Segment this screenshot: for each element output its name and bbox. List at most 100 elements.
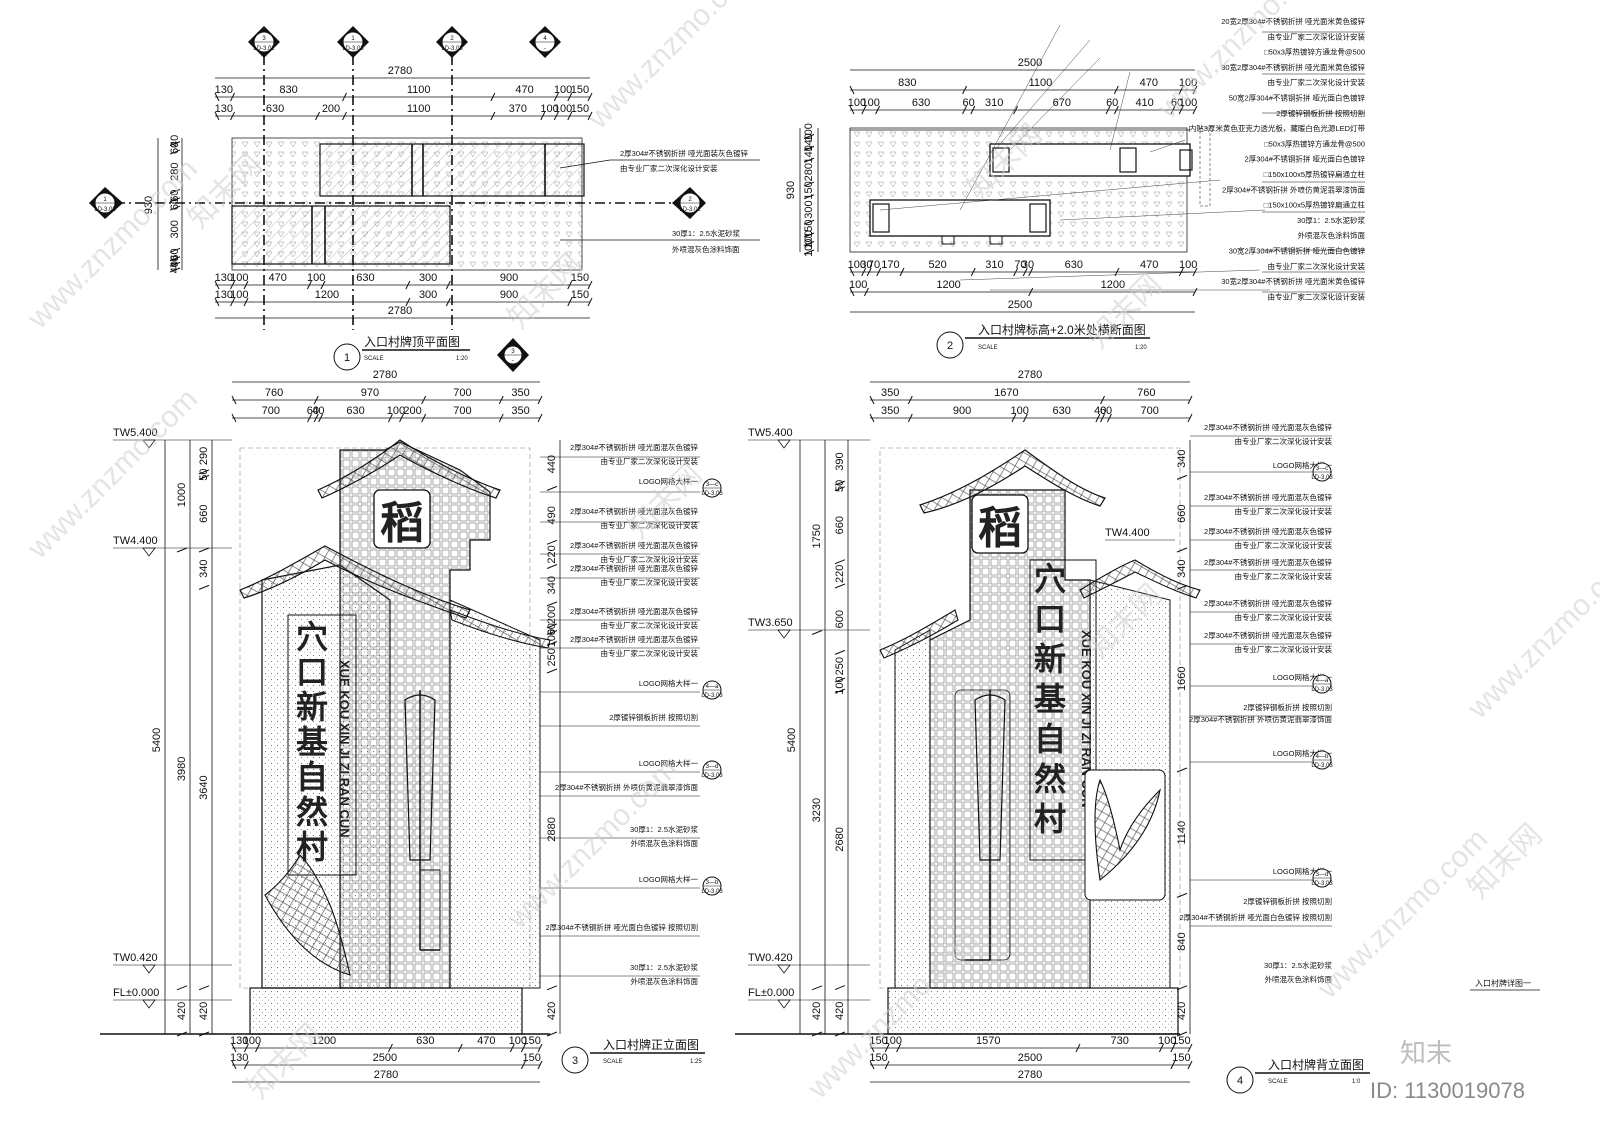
dim-tick [803, 219, 815, 225]
dim-label: 280 [803, 163, 815, 181]
plan-note-1: 2厚304#不锈钢折拼 哑光面装灰色镀锌 [620, 148, 748, 158]
back-note: 由专业厂家二次深化设计安装 [1235, 436, 1333, 446]
dim-label: 670 [1053, 97, 1071, 109]
back-vertical-char: 口 [1034, 600, 1066, 638]
dim-tick [320, 280, 326, 290]
dim-label: 220 [834, 565, 846, 583]
dim-label: 630 [1065, 259, 1083, 271]
dim-label: 60 [1106, 97, 1118, 109]
callout-num: 3—d [706, 764, 719, 770]
back-wheat-logo [954, 689, 1166, 961]
section-marker-ref: LD-3.03 [342, 46, 364, 52]
front-vertical-char: 然 [296, 793, 328, 831]
dim-tick [546, 641, 558, 646]
front-note: 2厚304#不锈钢折拼 哑光面白色镀锌 按照切割 [545, 922, 698, 932]
back-note: 2厚304#不锈钢折拼 外喷仿黄泥翡翠漆饰面 [1189, 714, 1332, 724]
dim-label: 340 [198, 560, 210, 578]
dim-label: 100 [387, 405, 405, 417]
dim-tick [1158, 1043, 1164, 1053]
dim-label: 490 [546, 506, 558, 524]
section-note: 内贴3厚米黄色亚克力透光板，藏暖白色光源LED灯带 [1189, 123, 1366, 133]
dim-tick [169, 247, 181, 253]
dim-label: 60 [1100, 405, 1112, 417]
dim-tick [421, 413, 427, 423]
dim-label: 100 [307, 272, 325, 284]
dim-label: 630 [356, 272, 374, 284]
dim-tick [1176, 474, 1188, 480]
dim-tick [546, 668, 558, 674]
dim-tick [313, 413, 319, 423]
dim-tick [445, 297, 451, 307]
dim-tick [546, 564, 558, 569]
dim-label: 100 [1179, 97, 1197, 109]
dim-label: 630 [416, 1035, 434, 1047]
section-marker-ref: LD-3.02 [94, 207, 116, 213]
dim-label: 200 [546, 606, 558, 624]
front-note: 由专业厂家二次深化设计安装 [601, 620, 699, 630]
front-scale: 1:25 [690, 1059, 702, 1065]
dim-label: 1750 [811, 524, 823, 548]
dim-label: 470 [1140, 77, 1158, 89]
dim-tick [907, 395, 913, 405]
dim-tick [861, 267, 867, 277]
dim-label: 70 [868, 259, 880, 271]
dim-tick [537, 413, 543, 423]
section-marker-num: 1 [351, 36, 355, 42]
back-scale: 1:0 [1352, 1079, 1361, 1085]
dim-tick [803, 145, 815, 151]
level-marker: FL±0.000 [748, 987, 794, 999]
front-note: 30厚1：2.5水泥砂浆 [630, 962, 698, 972]
callout-ref: LD-3.03 [1311, 475, 1333, 481]
dim-label: 40 [312, 405, 324, 417]
back-base [887, 987, 1179, 1035]
dim-label: 100 [554, 84, 572, 96]
back-title: 入口村牌背立面图 [1268, 1057, 1364, 1072]
dim-tick [962, 105, 967, 115]
dim-label: 900 [500, 289, 518, 301]
dim-label: 100 [509, 1035, 527, 1047]
dim-tick [537, 395, 543, 405]
callout-ref: LD-3.03 [1311, 687, 1333, 693]
dim-label: 660 [1176, 505, 1188, 523]
back-note: 外喷混灰色涂料饰面 [1265, 974, 1333, 984]
dim-label: 600 [834, 610, 846, 628]
back-dim-total-bottom: 2780 [1018, 1069, 1042, 1081]
dim-tick [520, 1043, 526, 1053]
dim-label: 660 [834, 516, 846, 534]
front-note: 由专业厂家二次深化设计安装 [601, 520, 699, 530]
callout-num: 4—a [706, 684, 719, 690]
dim-label: 300 [169, 220, 181, 238]
dim-label: 130 [215, 289, 233, 301]
dim-label: 150 [571, 289, 589, 301]
dim-label: 100 [848, 259, 866, 271]
front-wheat-logo [264, 690, 441, 976]
dim-label: 390 [834, 452, 846, 470]
callout-num: 3—b [706, 880, 719, 886]
dim-tick [811, 1031, 823, 1037]
watermark: www.znzmo.com [21, 152, 204, 335]
back-roof-top [919, 449, 1106, 514]
dim-tick [1028, 287, 1034, 297]
dim-label: 700 [453, 387, 471, 399]
dim-label: 150 [523, 1035, 541, 1047]
dim-tick [861, 105, 867, 115]
front-note: 由专业厂家二次深化设计安装 [601, 554, 699, 564]
sheet-title: 入口村牌详图一 [1475, 978, 1531, 988]
dim-label: 100 [1158, 1035, 1176, 1047]
back-vertical-char: 自 [1034, 720, 1066, 758]
dim-label: 3980 [176, 757, 188, 781]
dim-tick [445, 280, 451, 290]
dim-label: 200 [322, 103, 340, 115]
front-sign-char: 稻 [380, 498, 424, 549]
plan-dim-depth: 930 [143, 196, 155, 214]
dim-tick [1176, 892, 1188, 898]
front-note: 由专业厂家二次深化设计安装 [601, 577, 699, 587]
dim-label: 250 [834, 657, 846, 675]
dim-label: 340 [546, 576, 558, 594]
dim-label: 100 [884, 1035, 902, 1047]
back-note: 由专业厂家二次深化设计安装 [1235, 506, 1333, 516]
dim-tick [520, 1060, 526, 1070]
dim-tick [198, 584, 210, 590]
dim-label: 470 [269, 272, 287, 284]
